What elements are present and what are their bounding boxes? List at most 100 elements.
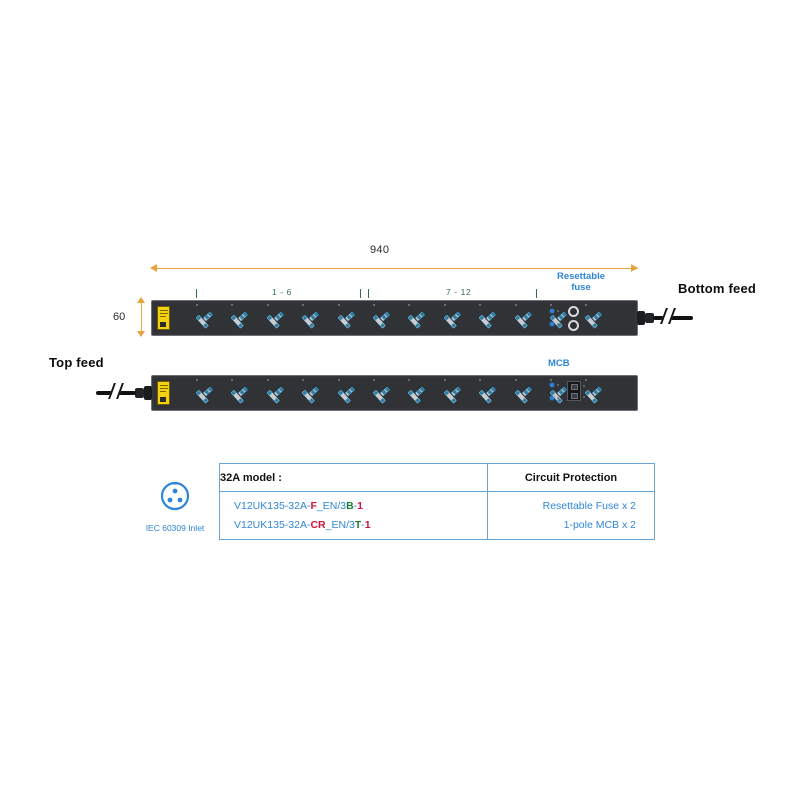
outlet-socket[interactable] [372,304,394,330]
outlet-group-1-label: 1 - 6 [272,287,293,297]
group-tick-start-2 [368,289,369,298]
mcb-annotation: MCB [548,358,570,369]
height-dimension-line [141,302,142,334]
fuse-led-dot-2 [557,323,559,325]
outlet-screw [550,304,552,306]
outlet-socket[interactable] [549,304,571,330]
mcb-led-1 [550,383,554,387]
rating-label-bottom-feed [157,306,170,330]
outlet-socket[interactable] [336,304,359,330]
outlet-socket[interactable] [478,304,500,330]
outlet-socket[interactable] [549,379,571,405]
length-arrow-left [150,264,157,272]
outlet-socket[interactable] [478,379,500,405]
cable-strain-relief-top-feed [135,388,144,398]
mcb-led-2 [550,396,554,400]
outlet-socket[interactable] [301,379,323,405]
outlet-screw [373,304,375,306]
length-arrow-right [631,264,638,272]
outlet-socket[interactable] [265,379,288,405]
outlet-socket[interactable] [195,304,217,330]
outlet-screw [479,304,482,306]
outlet-screw [373,379,375,381]
outlet-screw [337,379,340,381]
specification-table: 32A model : Circuit Protection V12UK135-… [219,463,655,540]
iec-60309-inlet-icon [160,481,190,511]
table-body-row: V12UK135-32A-F_EN/3B-1 V12UK135-32A-CR_E… [219,491,655,540]
model-segment: _EN/3 [325,518,355,531]
protection-row-1: Resettable Fuse x 2 [542,499,636,512]
outlet-screw [479,379,482,381]
table-header-row: 32A model : Circuit Protection [219,463,655,492]
height-dimension-label: 60 [113,311,126,323]
resettable-fuse-button-1[interactable] [568,306,579,317]
outlet-socket[interactable] [442,304,465,330]
outlet-screw [302,379,305,381]
outlet-screw [231,379,234,381]
outlet-socket[interactable] [513,379,536,405]
model-number-row-1: V12UK135-32A-F_EN/3B-1 [220,497,487,516]
header-circuit-protection: Circuit Protection [487,463,655,492]
outlet-socket[interactable] [230,379,252,405]
outlet-screw [266,304,269,306]
outlet-screw [514,304,517,306]
outlet-screw [443,304,446,306]
group-tick-end-2 [536,289,537,298]
group-tick-start-1 [196,289,197,298]
cable-strain-relief-bottom-feed [645,313,654,323]
outlet-socket[interactable] [442,379,465,405]
outlet-socket[interactable] [230,304,252,330]
length-dimension-label: 940 [370,244,390,256]
outlet-screw [514,379,517,381]
height-arrow-up [137,297,145,303]
model-segment: T [354,518,362,531]
mcb-marker-2 [583,396,585,398]
resettable-fuse-cluster [550,306,598,332]
outlet-socket[interactable] [513,304,536,330]
cable-gland-top-feed [144,386,152,400]
model-segment: B [346,499,354,512]
mcb-breaker-1[interactable] [567,381,581,401]
outlet-socket[interactable] [372,379,394,405]
fuse-led-2 [550,322,554,326]
outlet-screw [196,304,198,306]
model-cell: V12UK135-32A-F_EN/3B-1 V12UK135-32A-CR_E… [219,491,488,540]
iec-inlet-legend: IEC 60309 Inlet [140,474,210,533]
outlet-screw [302,304,305,306]
outlet-screw [408,304,411,306]
outlet-screw [585,304,588,306]
outlet-socket[interactable] [336,379,359,405]
outlet-socket[interactable] [407,304,429,330]
model-segment: 1 [364,518,371,531]
cable-gland-bottom-feed [637,311,645,325]
model-segment: - [353,499,358,512]
rating-label-top-feed [157,381,170,405]
group-tick-end-1 [360,289,361,298]
outlet-socket[interactable] [265,304,288,330]
fuse-led-dot-1 [557,310,559,312]
mcb-led-dot-1 [557,384,559,386]
header-model: 32A model : [219,463,488,492]
resettable-fuse-line-2: fuse [571,282,591,293]
outlet-socket[interactable] [407,379,429,405]
mcb-marker-1 [583,385,585,387]
outlet-screw [337,304,340,306]
outlet-screw [266,379,269,381]
outlet-screw [585,379,588,381]
mcb-cluster [550,381,596,405]
fuse-led-1 [550,309,554,313]
outlet-screw [231,304,234,306]
outlet-group-2-label: 7 - 12 [446,287,472,297]
outlet-socket[interactable] [584,304,606,330]
top-feed-label: Top feed [49,355,104,370]
protection-cell: Resettable Fuse x 2 1-pole MCB x 2 [487,491,655,540]
length-dimension-line [152,268,638,269]
resettable-fuse-button-2[interactable] [568,320,579,331]
bottom-feed-label: Bottom feed [678,281,757,296]
outlet-socket[interactable] [584,379,606,405]
outlet-socket[interactable] [195,379,217,405]
outlet-socket[interactable] [301,304,323,330]
model-segment: - [361,518,365,531]
protection-row-2: 1-pole MCB x 2 [563,518,636,531]
